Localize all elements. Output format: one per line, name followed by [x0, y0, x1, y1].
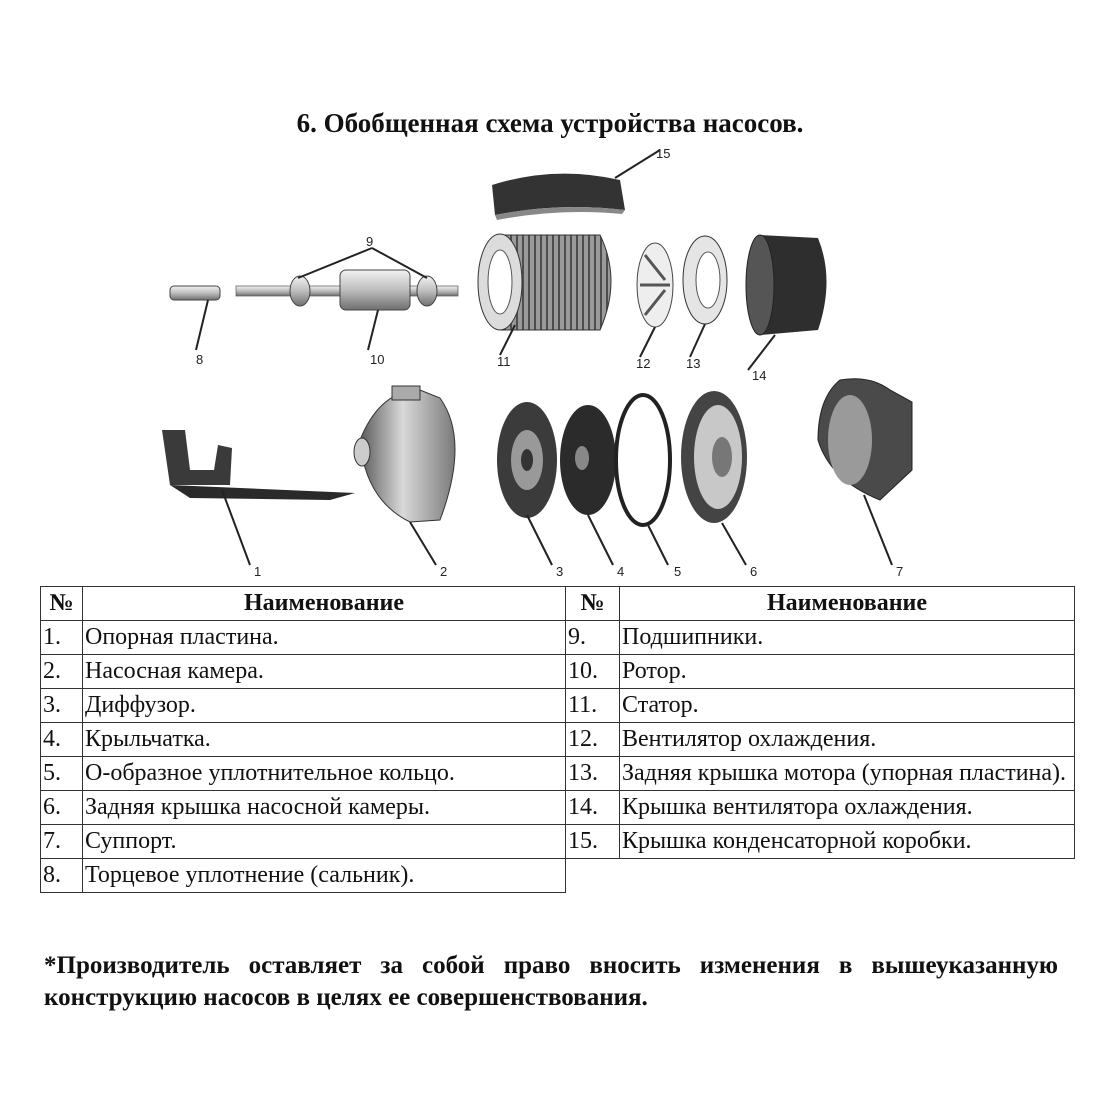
name-header-2: Наименование	[619, 586, 1075, 621]
cell-name: Вентилятор охлаждения.	[619, 722, 1075, 757]
cell-num: 7.	[40, 824, 83, 859]
rotor-shaft	[235, 269, 459, 311]
table-row: 6. Задняя крышка насосной камеры. 14. Кр…	[40, 790, 1075, 825]
table-header-row: № Наименование № Наименование	[40, 586, 1075, 621]
table-row: 4. Крыльчатка. 12. Вентилятор охлаждения…	[40, 722, 1075, 757]
exploded-pump-diagram: 1 2 3 4 5 6 7 8 9 10 11 12 13 14 15	[162, 146, 913, 579]
impeller	[560, 405, 616, 515]
cell-name: Суппорт.	[82, 824, 566, 859]
cell-name: Задняя крышка насосной камеры.	[82, 790, 566, 825]
cell-name: Насосная камера.	[82, 654, 566, 689]
cooling-fan	[636, 242, 674, 328]
label-1: 1	[254, 564, 261, 579]
table-row: 8. Торцевое уплотнение (сальник).	[40, 858, 1075, 893]
label-11: 11	[497, 354, 511, 369]
support-bracket	[817, 378, 913, 501]
cell-name: Крышка вентилятора охлаждения.	[619, 790, 1075, 825]
table-row: 1. Опорная пластина. 9. Подшипники.	[40, 620, 1075, 655]
label-8: 8	[196, 352, 203, 367]
cell-num: 14.	[565, 790, 620, 825]
cell-name: О-образное уплотнительное кольцо.	[82, 756, 566, 791]
cell-name: Опорная пластина.	[82, 620, 566, 655]
pump-chamber	[353, 385, 456, 523]
cell-num: 13.	[565, 756, 620, 791]
manufacturer-note: *Производитель оставляет за собой право …	[44, 952, 1058, 1011]
cell-name: Торцевое уплотнение (сальник).	[82, 858, 566, 893]
cell-num: 5.	[40, 756, 83, 791]
cell-num: 1.	[40, 620, 83, 655]
label-10: 10	[370, 352, 384, 367]
num-header: №	[40, 586, 83, 621]
label-9: 9	[366, 234, 373, 249]
cell-name: Крышка конденсаторной коробки.	[619, 824, 1075, 859]
cell-num: 8.	[40, 858, 83, 893]
label-15: 15	[656, 146, 670, 161]
parts-table: № Наименование № Наименование 1. Опорная…	[40, 586, 1075, 893]
pump-chamber-back-cover	[681, 391, 747, 523]
cell-name: Подшипники.	[619, 620, 1075, 655]
cell-name: Крыльчатка.	[82, 722, 566, 757]
cell-name: Статор.	[619, 688, 1075, 723]
capacitor-box-cover	[492, 173, 625, 220]
label-7: 7	[896, 564, 903, 579]
cell-num: 10.	[565, 654, 620, 689]
part-number-labels: 1 2 3 4 5 6 7 8 9 10 11 12 13 14 15	[196, 146, 903, 579]
table-row: 3. Диффузор. 11. Статор.	[40, 688, 1075, 723]
o-ring	[614, 393, 672, 527]
cell-num: 2.	[40, 654, 83, 689]
stator	[477, 233, 612, 331]
empty-cell	[620, 859, 1075, 893]
name-header: Наименование	[82, 586, 566, 621]
cell-num: 11.	[565, 688, 620, 723]
cell-num: 12.	[565, 722, 620, 757]
table-row: 7. Суппорт. 15. Крышка конденсаторной ко…	[40, 824, 1075, 859]
mechanical-seal	[169, 285, 221, 301]
num-header-2: №	[565, 586, 620, 621]
cell-name: Диффузор.	[82, 688, 566, 723]
leader-lines	[195, 149, 893, 566]
label-2: 2	[440, 564, 447, 579]
label-3: 3	[556, 564, 563, 579]
cell-num: 15.	[565, 824, 620, 859]
label-13: 13	[686, 356, 700, 371]
label-4: 4	[617, 564, 624, 579]
cell-num: 3.	[40, 688, 83, 723]
label-14: 14	[752, 368, 766, 383]
base-plate	[162, 430, 355, 500]
label-6: 6	[750, 564, 757, 579]
table-row: 2. Насосная камера. 10. Ротор.	[40, 654, 1075, 689]
cell-name: Задняя крышка мотора (упорная пластина).	[619, 756, 1075, 791]
cell-num: 4.	[40, 722, 83, 757]
motor-back-cover	[682, 235, 728, 325]
label-12: 12	[636, 356, 650, 371]
empty-cell	[566, 859, 620, 893]
label-5: 5	[674, 564, 681, 579]
diffuser	[497, 402, 557, 518]
page-title: 6. Обобщенная схема устройства насосов.	[296, 108, 804, 138]
cell-name: Ротор.	[619, 654, 1075, 689]
cell-num: 6.	[40, 790, 83, 825]
fan-cover	[745, 234, 827, 336]
cell-num: 9.	[565, 620, 620, 655]
table-row: 5. О-образное уплотнительное кольцо. 13.…	[40, 756, 1075, 791]
